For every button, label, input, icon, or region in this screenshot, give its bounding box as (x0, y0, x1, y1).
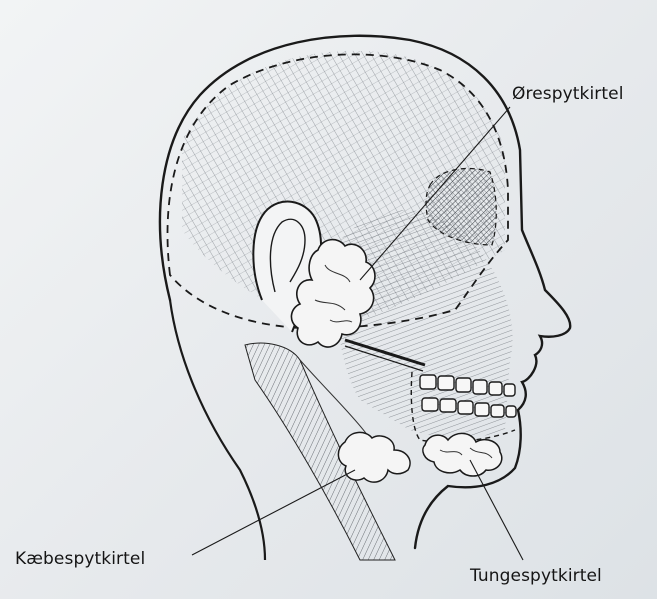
leader-line-submandibular (192, 470, 355, 555)
neck-back-outline (170, 300, 265, 560)
label-parotid-gland: Ørespytkirtel (512, 84, 624, 104)
label-submandibular-gland: Kæbespytkirtel (15, 549, 145, 569)
submandibular-gland (338, 432, 410, 482)
leader-line-sublingual (470, 460, 523, 560)
label-sublingual-gland: Tungespytkirtel (470, 566, 602, 586)
